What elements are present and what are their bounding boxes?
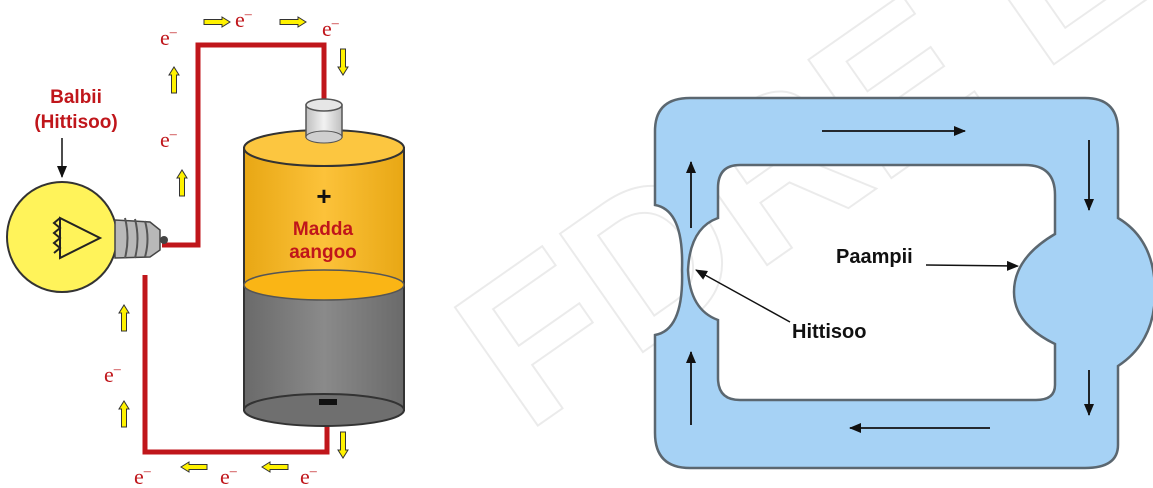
pump-label-arrow xyxy=(925,260,1019,271)
battery: + Madda aangoo xyxy=(243,98,405,427)
bulb: Balbii (Hittisoo) xyxy=(6,87,168,293)
electron-flow-arrow-right xyxy=(203,16,231,28)
battery-label-line1: Madda xyxy=(293,219,354,240)
electron-flow-arrow-up xyxy=(176,169,188,197)
resistor-label: Hittisoo xyxy=(792,321,866,343)
pump-label: Paampii xyxy=(836,246,913,268)
wire-bottom xyxy=(142,275,330,455)
plus-sign: + xyxy=(316,181,331,211)
electron-label: e– xyxy=(134,464,152,488)
electron-label: e– xyxy=(160,25,178,50)
pipe-loop xyxy=(653,96,1153,470)
electron-flow-arrow-down xyxy=(337,431,349,459)
bulb-label-line2: (Hittisoo) xyxy=(34,112,117,133)
electron-label: e– xyxy=(220,464,238,488)
water-circuit: Paampii Hittisoo xyxy=(653,96,1153,470)
electron-label: e– xyxy=(300,464,318,488)
electron-flow-arrow-up xyxy=(168,66,180,94)
bulb-label-line1: Balbii xyxy=(50,87,102,108)
battery-negative-half xyxy=(243,284,405,411)
electron-label: e– xyxy=(104,362,122,387)
battery-bottom xyxy=(243,393,405,427)
electron-flow-arrow-down xyxy=(337,48,349,76)
electron-flow-arrow-left xyxy=(261,461,289,473)
resistor-label-arrow xyxy=(695,269,791,323)
battery-positive-half xyxy=(243,147,405,286)
battery-divider xyxy=(243,269,405,301)
electron-labels: e– e– e– e– e– e– e– e– xyxy=(104,7,340,488)
electron-label: e– xyxy=(160,127,178,152)
electric-circuit: + Madda aangoo Balbii (Hittisoo) e–e–e–e… xyxy=(6,7,405,488)
bulb-glass xyxy=(6,181,118,293)
battery-label-line2: aangoo xyxy=(289,242,357,263)
wire-top xyxy=(162,42,327,248)
electron-label: e– xyxy=(322,16,340,41)
electron-flow-arrow-up xyxy=(118,304,130,332)
electron-flow-arrows xyxy=(118,16,349,473)
electron-flow-arrow-right xyxy=(279,16,307,28)
electron-flow-arrow-up xyxy=(118,400,130,428)
electron-label: e– xyxy=(235,7,253,32)
electron-flow-arrow-left xyxy=(180,461,208,473)
minus-sign xyxy=(319,399,337,405)
